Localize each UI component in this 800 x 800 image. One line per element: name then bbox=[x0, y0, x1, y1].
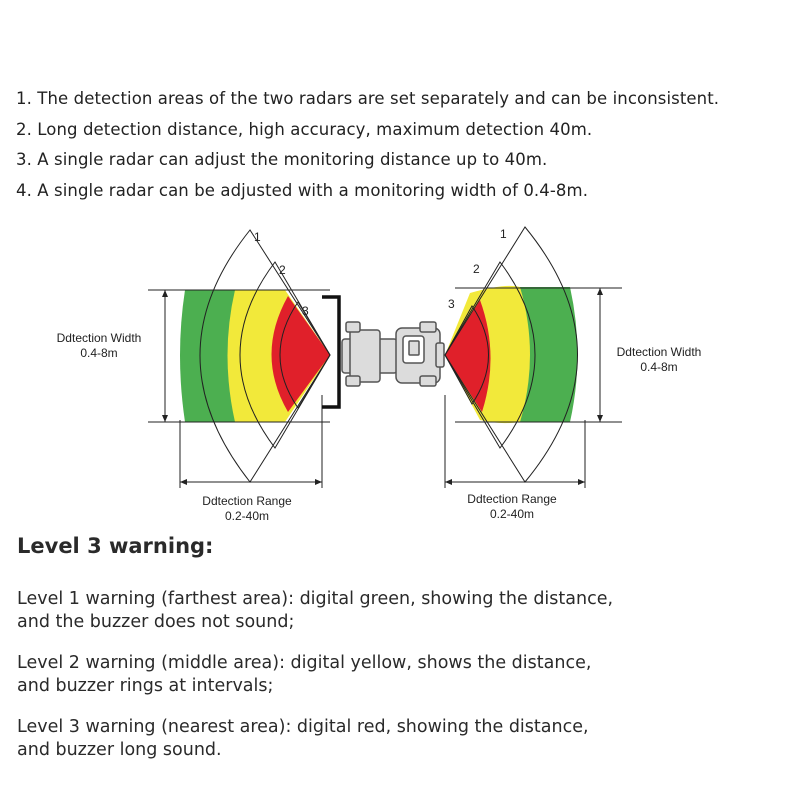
left-zone-number-2: 2 bbox=[279, 263, 286, 277]
right-beam-outline-1 bbox=[444, 226, 578, 483]
left-radar-zones: 1 2 3 Ddtection Width 0.4-8m Ddtection R… bbox=[57, 229, 331, 523]
radar-detection-diagram: 1 2 3 Ddtection Width 0.4-8m Ddtection R… bbox=[57, 226, 702, 523]
warning-level-item: Level 1 warning (farthest area): digital… bbox=[17, 589, 614, 632]
feature-item: 2. Long detection distance, high accurac… bbox=[16, 119, 593, 139]
left-beam-outline-3 bbox=[279, 301, 331, 409]
right-zone-number-1: 1 bbox=[500, 227, 507, 241]
right-range-value: 0.2-40m bbox=[490, 507, 534, 521]
feature-item: 1. The detection areas of the two radars… bbox=[16, 89, 720, 108]
right-beam-outline-2 bbox=[444, 261, 536, 449]
right-width-value: 0.4-8m bbox=[640, 360, 677, 374]
left-zone-number-3: 3 bbox=[302, 304, 309, 318]
right-radar-zones: 1 2 3 Ddtection Width 0.4-8m Ddtection R… bbox=[444, 226, 702, 521]
left-beam-outline-2 bbox=[239, 261, 331, 449]
left-zone-number-1: 1 bbox=[254, 230, 261, 244]
radar-bracket bbox=[322, 295, 341, 409]
right-width-label: Ddtection Width bbox=[617, 345, 702, 359]
feature-item: 4. A single radar can be adjusted with a… bbox=[16, 180, 589, 200]
warning-levels-heading: Level 3 warning: bbox=[17, 534, 214, 558]
feature-list: 1. The detection areas of the two radars… bbox=[16, 84, 719, 206]
left-range-value: 0.2-40m bbox=[225, 509, 269, 523]
left-beam-outline-1 bbox=[199, 229, 331, 483]
left-width-label: Ddtection Width bbox=[57, 331, 142, 345]
right-range-label: Ddtection Range bbox=[467, 492, 557, 506]
right-zone-red bbox=[445, 300, 491, 412]
right-zone-number-3: 3 bbox=[448, 297, 455, 311]
feature-item: 3. A single radar can adjust the monitor… bbox=[16, 150, 548, 169]
left-range-label: Ddtection Range bbox=[202, 494, 292, 508]
right-beam-outline-3 bbox=[444, 305, 489, 405]
warning-level-item: Level 2 warning (middle area): digital y… bbox=[17, 653, 592, 696]
vehicle-icon bbox=[341, 321, 445, 387]
left-width-value: 0.4-8m bbox=[80, 346, 117, 360]
right-zone-number-2: 2 bbox=[473, 262, 480, 276]
warning-level-item: Level 3 warning (nearest area): digital … bbox=[17, 717, 589, 760]
